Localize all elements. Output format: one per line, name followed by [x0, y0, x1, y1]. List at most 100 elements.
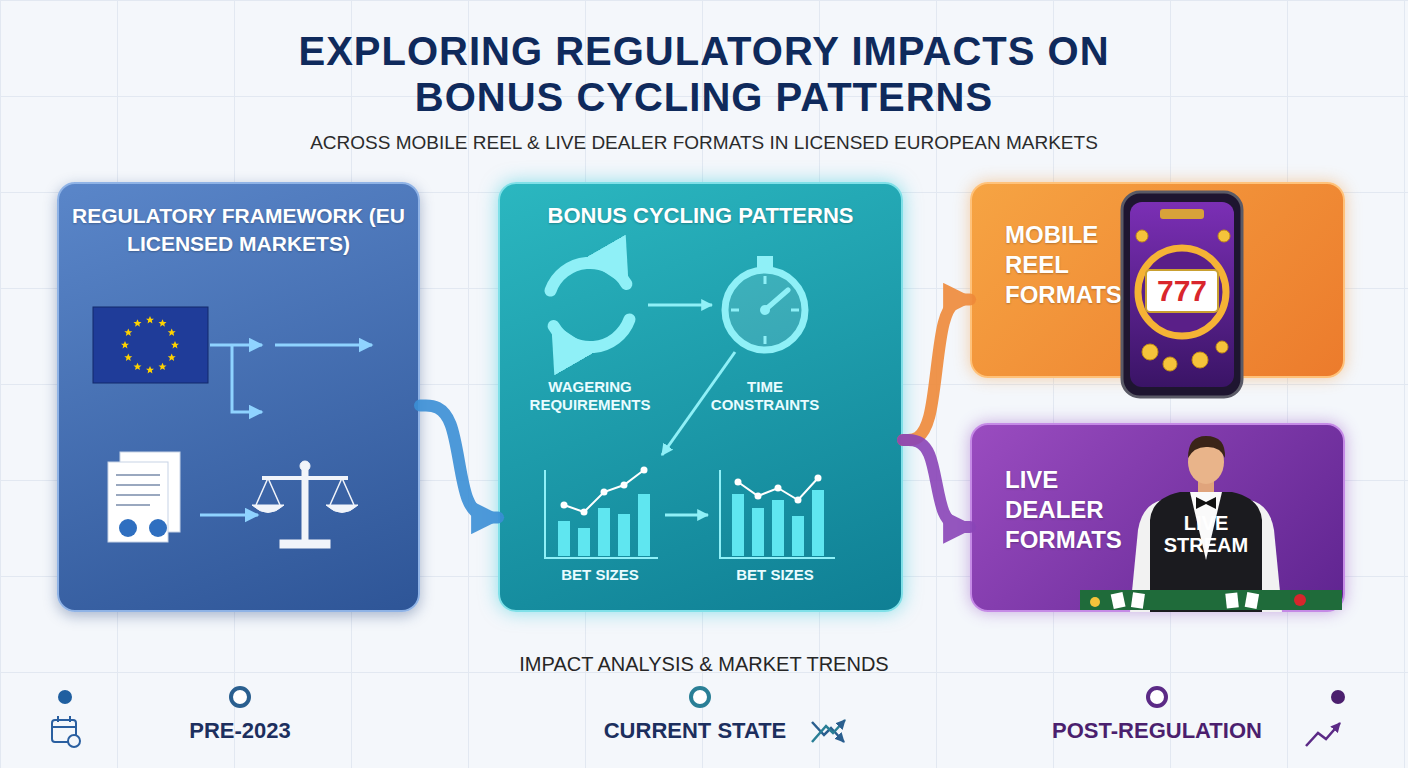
bar-chart — [618, 514, 630, 556]
bar-chart — [545, 470, 658, 558]
node-text: LIVE DEALER FORMATS — [1005, 465, 1145, 555]
bar-chart — [752, 508, 764, 556]
flow-lines — [200, 345, 372, 515]
flow-arrows — [648, 305, 735, 515]
phone-illustration — [1163, 357, 1177, 371]
bar-chart — [638, 494, 650, 556]
eu-flag — [93, 307, 208, 383]
trend-icon — [812, 720, 845, 742]
phone-illustration — [1122, 192, 1242, 397]
flow-arrow — [903, 300, 970, 440]
process-panel: BONUS CYCLING PATTERNS — [498, 182, 903, 612]
dealer-illustration — [1250, 500, 1282, 612]
phone-illustration — [1216, 341, 1228, 353]
phone-illustration — [1122, 192, 1242, 397]
flow-arrow — [420, 406, 498, 518]
flow-arrow — [903, 440, 970, 527]
timeline — [58, 688, 1345, 706]
eu-flag — [146, 316, 154, 323]
stopwatch-icon — [757, 256, 773, 268]
flow-lines — [275, 344, 372, 347]
timeline-label: CURRENT STATE — [545, 717, 845, 745]
eu-flag — [93, 307, 208, 383]
bar-chart — [738, 478, 818, 500]
bar-chart — [792, 516, 804, 556]
bar-chart — [601, 489, 608, 496]
eu-flag — [159, 363, 167, 370]
flow-lines — [232, 345, 262, 412]
eu-flag — [124, 329, 132, 336]
timeline — [58, 690, 72, 704]
bar-chart — [561, 502, 568, 509]
stopwatch-icon — [765, 290, 788, 310]
bar-chart — [641, 467, 648, 474]
calendar-icon — [52, 716, 80, 747]
format-box: MOBILE REEL FORMATS — [970, 182, 1345, 378]
eu-flag — [121, 341, 129, 348]
stopwatch-icon — [725, 256, 805, 350]
icon-label: TIME CONSTRAINTS — [700, 378, 830, 414]
phone-illustration — [1136, 230, 1148, 242]
scales-icon — [256, 478, 354, 505]
dealer-illustration — [1245, 592, 1259, 609]
timeline-label: POST-REGULATION — [1007, 717, 1307, 745]
timeline — [231, 688, 249, 706]
document-icon — [116, 475, 160, 505]
node-text: MOBILE REEL FORMATS — [1005, 220, 1145, 310]
icon-label: BET SIZES — [705, 566, 845, 584]
eu-flag — [171, 341, 179, 348]
dealer-illustration — [1080, 436, 1342, 612]
dealer-illustration — [1225, 592, 1239, 608]
eu-flag — [124, 354, 132, 361]
bar-chart — [598, 508, 610, 556]
timeline — [691, 688, 709, 706]
bar-chart — [720, 470, 835, 558]
document-icon — [108, 462, 168, 542]
document-icon — [108, 452, 180, 542]
trend-icon — [812, 722, 844, 742]
timeline — [65, 695, 1340, 699]
scales-icon — [300, 461, 310, 471]
bar-chart — [755, 493, 762, 500]
scales-icon — [262, 476, 348, 480]
phone-illustration — [1146, 270, 1218, 312]
dealer-illustration — [1294, 594, 1306, 606]
scales-icon — [252, 461, 358, 548]
dealer-illustration — [1150, 492, 1262, 612]
dealer-illustration — [1131, 592, 1145, 609]
eu-flag — [134, 319, 142, 326]
node-text: BONUS CYCLING PATTERNS — [510, 202, 891, 230]
timeline — [1331, 690, 1345, 704]
dealer-illustration — [1080, 590, 1342, 610]
phone-illustration — [1142, 344, 1158, 360]
document-icon — [120, 452, 180, 532]
phone-illustration — [1138, 248, 1226, 336]
eu-flag — [146, 366, 154, 373]
flow-arrows — [648, 304, 712, 307]
scales-icon — [280, 540, 330, 548]
bar-chart — [578, 528, 590, 556]
stopwatch-icon — [760, 305, 770, 315]
bar-chart — [621, 482, 628, 489]
timeline — [1148, 688, 1166, 706]
bar-chart — [720, 470, 835, 558]
flow-lines — [210, 344, 262, 347]
icon-label: WAGERING REQUIREMENTS — [515, 378, 665, 414]
bar-chart — [735, 479, 742, 486]
bar-chart — [558, 521, 570, 556]
cycle-icon — [551, 263, 627, 291]
timeline-label: PRE-2023 — [140, 717, 340, 745]
bar-chart — [772, 500, 784, 556]
flow-lines — [200, 514, 258, 517]
subtitle: ACROSS MOBILE REEL & LIVE DEALER FORMATS… — [204, 131, 1204, 155]
bar-chart — [581, 509, 588, 516]
calendar-icon — [52, 720, 76, 742]
eu-flag — [168, 329, 176, 336]
bar-chart — [732, 494, 744, 556]
stopwatch-icon — [731, 276, 799, 344]
format-box: LIVE DEALER FORMATS — [970, 423, 1345, 612]
dealer-illustration — [1198, 478, 1214, 496]
phone-illustration — [1160, 209, 1204, 219]
